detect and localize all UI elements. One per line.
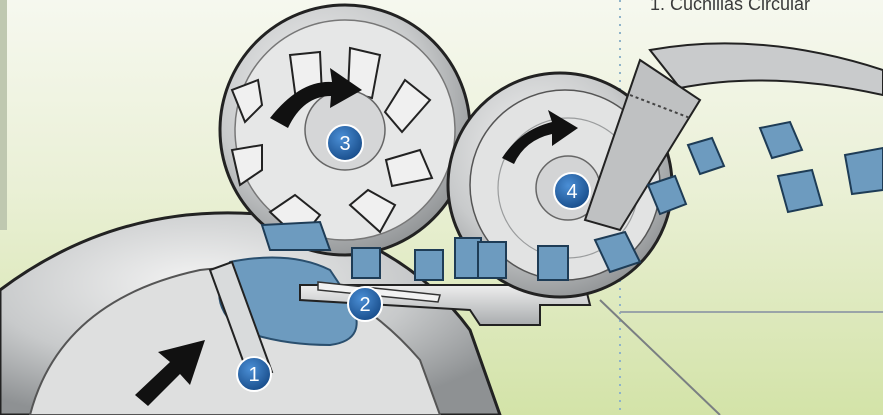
marker-1-label: 1: [248, 364, 259, 386]
cutting-blade: [208, 260, 274, 382]
marker-2: 2: [347, 286, 383, 322]
rotation-arrow-icon: [502, 110, 578, 164]
caption-label: 1. Cuchillas Circular: [650, 0, 811, 14]
marker-3-label: 3: [339, 133, 350, 155]
marker-1: 1: [236, 356, 272, 392]
marker-2-label: 2: [359, 294, 370, 316]
feed-arrow-icon: [135, 340, 205, 406]
marker-3: 3: [326, 124, 364, 162]
output-strip: [583, 42, 883, 232]
cut-pieces: [260, 120, 883, 281]
marker-4: 4: [553, 172, 591, 210]
marker-4-label: 4: [566, 181, 577, 203]
rotation-arrow-icon: [270, 68, 362, 128]
